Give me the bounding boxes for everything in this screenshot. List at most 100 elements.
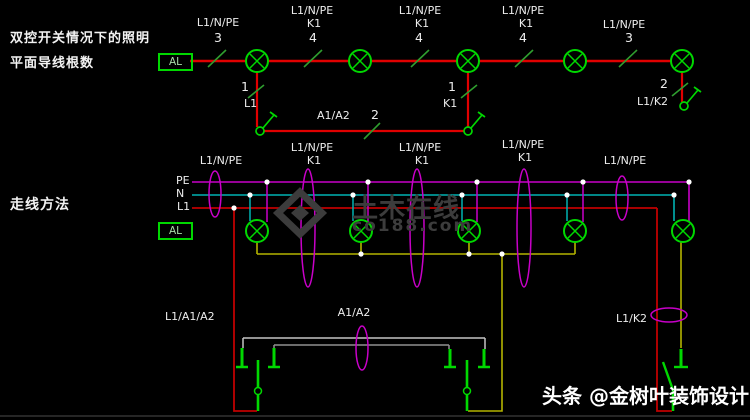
run-label-travellers: A1/A2 [337, 306, 371, 319]
lamp-icon [671, 219, 695, 243]
run-label-feed: L1/A1/A2 [165, 310, 215, 323]
plan-title-line2: 平面导线根数 [10, 56, 95, 71]
wire-count: 2 [660, 76, 668, 91]
watermark-site-url: co188.com [352, 216, 474, 236]
wire-bundle-label: L1/N/PE [603, 154, 647, 167]
circuit-label: K1 [306, 17, 322, 30]
wire-count: 4 [309, 30, 317, 45]
lamp-icon [245, 219, 269, 243]
conduit-ellipse [615, 175, 629, 221]
wire-bundle-label: L1/N/PE [290, 141, 334, 154]
circuit-label: K1 [443, 97, 458, 110]
bus-label-pe: PE [176, 174, 190, 187]
double-switch-right [444, 349, 490, 411]
switch-icon [463, 111, 486, 136]
conduit-ellipse [355, 325, 369, 371]
lamp-icon [670, 49, 694, 73]
watermark-site-name: 土木在线 [352, 194, 461, 224]
n-drops [249, 195, 568, 221]
distribution-box: AL [158, 53, 193, 71]
distribution-box-label: AL [168, 55, 183, 68]
switch-icon [255, 111, 278, 136]
circuit-label: K1 [414, 17, 430, 30]
wiring-diagram [192, 168, 695, 412]
bottom-edge-line [0, 415, 750, 417]
wire-count: 1 [448, 79, 456, 94]
credit-source: 头条 [542, 384, 582, 408]
bus-label-n: N [176, 187, 185, 200]
circuit-label: L1/K2 [637, 95, 669, 108]
lamp-icon [457, 219, 481, 243]
n-bus-line [192, 194, 675, 221]
plan-diagram [190, 49, 702, 140]
distribution-box: AL [158, 222, 193, 240]
plan-switches [255, 86, 702, 136]
lamp-icon [349, 219, 373, 243]
switch-icon [679, 86, 702, 111]
method-title: 走线方法 [10, 197, 70, 213]
wire-count: 2 [371, 107, 379, 122]
wire-count: 4 [415, 30, 423, 45]
circuit-label: L1 [244, 97, 258, 110]
switch-blade [661, 361, 675, 391]
credit-watermark: 头条 @金树叶装饰设计 [542, 380, 749, 409]
plan-title-line1: 双控开关情况下的照明 [10, 31, 151, 46]
l1-feed-left-switch [233, 208, 257, 412]
traveller-wire-a1 [242, 337, 486, 349]
lamp-icon [563, 49, 587, 73]
wire-bundle-label: L1/N/PE [199, 154, 243, 167]
lamp-icon [245, 49, 269, 73]
switched-live-wires [256, 242, 682, 412]
tick-seg5 [618, 49, 638, 68]
traveller-wire-a2 [273, 344, 450, 349]
circuit-label: K1 [306, 154, 322, 167]
l1-feed-k2-switch [656, 208, 672, 412]
k1-lamp-drops [256, 242, 576, 254]
pole-pivot [462, 386, 472, 396]
tick-drop5 [671, 82, 689, 97]
tick-seg1 [207, 49, 227, 68]
tick-seg2 [303, 49, 323, 68]
wire-bundle-label: L1/N/PE [398, 141, 442, 154]
circuit-label: K1 [518, 17, 534, 30]
wire-count: 4 [519, 30, 527, 45]
tick-loop [363, 122, 381, 140]
circuit-label: K1 [517, 151, 533, 164]
wire-count: 3 [625, 30, 633, 45]
double-switch-left [236, 348, 280, 411]
tick-drop3 [460, 84, 478, 99]
tick-drop1 [247, 84, 265, 99]
wiring-lamps [245, 219, 695, 243]
wire-bundle-label: L1/N/PE [196, 16, 240, 29]
lamp-icon [456, 49, 480, 73]
credit-account: @金树叶装饰设计 [589, 384, 749, 408]
conduit-ellipse [300, 168, 316, 288]
junction-dots [231, 179, 692, 257]
tick-seg4 [514, 49, 534, 68]
lamp-icon [563, 219, 587, 243]
pole-pivot [253, 386, 263, 396]
wire-bundle-label: A1/A2 [317, 109, 350, 122]
conduit-marks [208, 168, 688, 371]
wire-bundle-label: L1/N/PE [290, 4, 334, 17]
wire-bundle-label: L1/N/PE [602, 18, 646, 31]
switch-contacts [240, 348, 276, 366]
tick-seg3 [410, 49, 430, 68]
conduit-ellipse [516, 168, 532, 288]
pe-bus-line [192, 181, 690, 222]
wire-count-ticks [207, 49, 689, 140]
pe-drops [266, 182, 584, 222]
wire-count: 3 [214, 30, 222, 45]
circuit-label: K1 [414, 154, 430, 167]
watermark-logo-icon [272, 187, 328, 239]
conduit-ellipse [409, 168, 425, 288]
k2-switch [661, 349, 688, 411]
wire-count: 1 [241, 79, 249, 94]
wire-bundle-label: L1/N/PE [501, 4, 545, 17]
switch-contacts [448, 349, 486, 366]
wire-bundle-label: L1/N/PE [501, 138, 545, 151]
lamp-icon [348, 49, 372, 73]
run-label-lamp5: L1/K2 [616, 312, 648, 325]
